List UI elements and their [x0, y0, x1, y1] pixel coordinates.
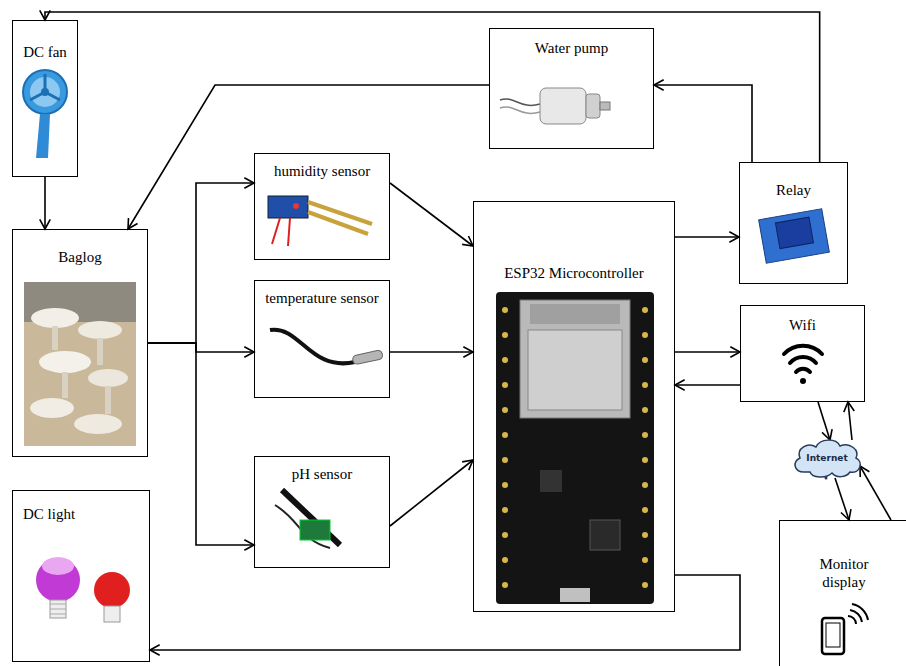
internet-cloud: Internet — [790, 436, 864, 480]
connector-arrow — [860, 466, 891, 520]
temperature-probe-icon — [270, 330, 383, 365]
mushroom-photo — [24, 282, 136, 446]
component-box: DC fan — [12, 20, 78, 177]
connector-arrow — [818, 402, 832, 440]
connector-arrow — [844, 402, 854, 440]
component-box: pH sensor — [254, 456, 390, 568]
component-label: temperature sensor — [255, 281, 389, 307]
esp32-board-icon — [496, 292, 654, 604]
connector-arrow — [390, 347, 473, 358]
fan-icon — [23, 70, 67, 158]
phone-icon — [822, 604, 868, 654]
connector-arrow — [148, 343, 254, 357]
component-box: Relay — [739, 162, 848, 284]
connector-arrow — [40, 10, 820, 162]
component-box: humidity sensor — [254, 153, 390, 260]
connector-arrow — [40, 177, 51, 229]
component-label: humidity sensor — [255, 154, 389, 180]
connector-arrow — [128, 85, 489, 229]
connector-arrow — [675, 232, 739, 243]
connector-arrow — [675, 347, 740, 358]
component-box: temperature sensor — [254, 280, 390, 398]
relay-module-icon — [759, 209, 830, 263]
connector-arrow — [148, 178, 254, 343]
component-label: ESP32 Microcontroller — [474, 202, 674, 282]
ph-probe-icon — [275, 490, 340, 548]
component-label: Internet — [806, 453, 847, 464]
connector-arrow — [835, 478, 851, 520]
connector-arrow — [148, 343, 254, 550]
component-label: DC light — [13, 491, 149, 523]
component-box: Monitor display — [779, 520, 906, 666]
component-label: Baglog — [13, 230, 147, 266]
humidity-sensor-icon — [268, 196, 372, 246]
wifi-symbol — [784, 346, 822, 384]
component-label: Water pump — [490, 29, 653, 57]
connector-arrow — [654, 80, 752, 162]
component-box: Wifi — [740, 305, 865, 402]
component-box: DC light — [12, 490, 150, 662]
pump-icon — [500, 88, 610, 124]
component-label: Wifi — [741, 306, 864, 334]
component-label: Relay — [740, 163, 847, 199]
component-label: Monitor display — [780, 521, 906, 591]
component-box: Water pump — [489, 28, 654, 149]
component-box: Baglog — [12, 229, 148, 457]
connector-arrow — [390, 460, 473, 526]
bulb-icons — [36, 557, 130, 622]
connector-arrow — [390, 183, 473, 246]
component-label: DC fan — [13, 21, 77, 61]
component-label: pH sensor — [255, 457, 389, 483]
component-box: ESP32 Microcontroller — [473, 201, 675, 612]
connector-arrow — [675, 380, 740, 391]
